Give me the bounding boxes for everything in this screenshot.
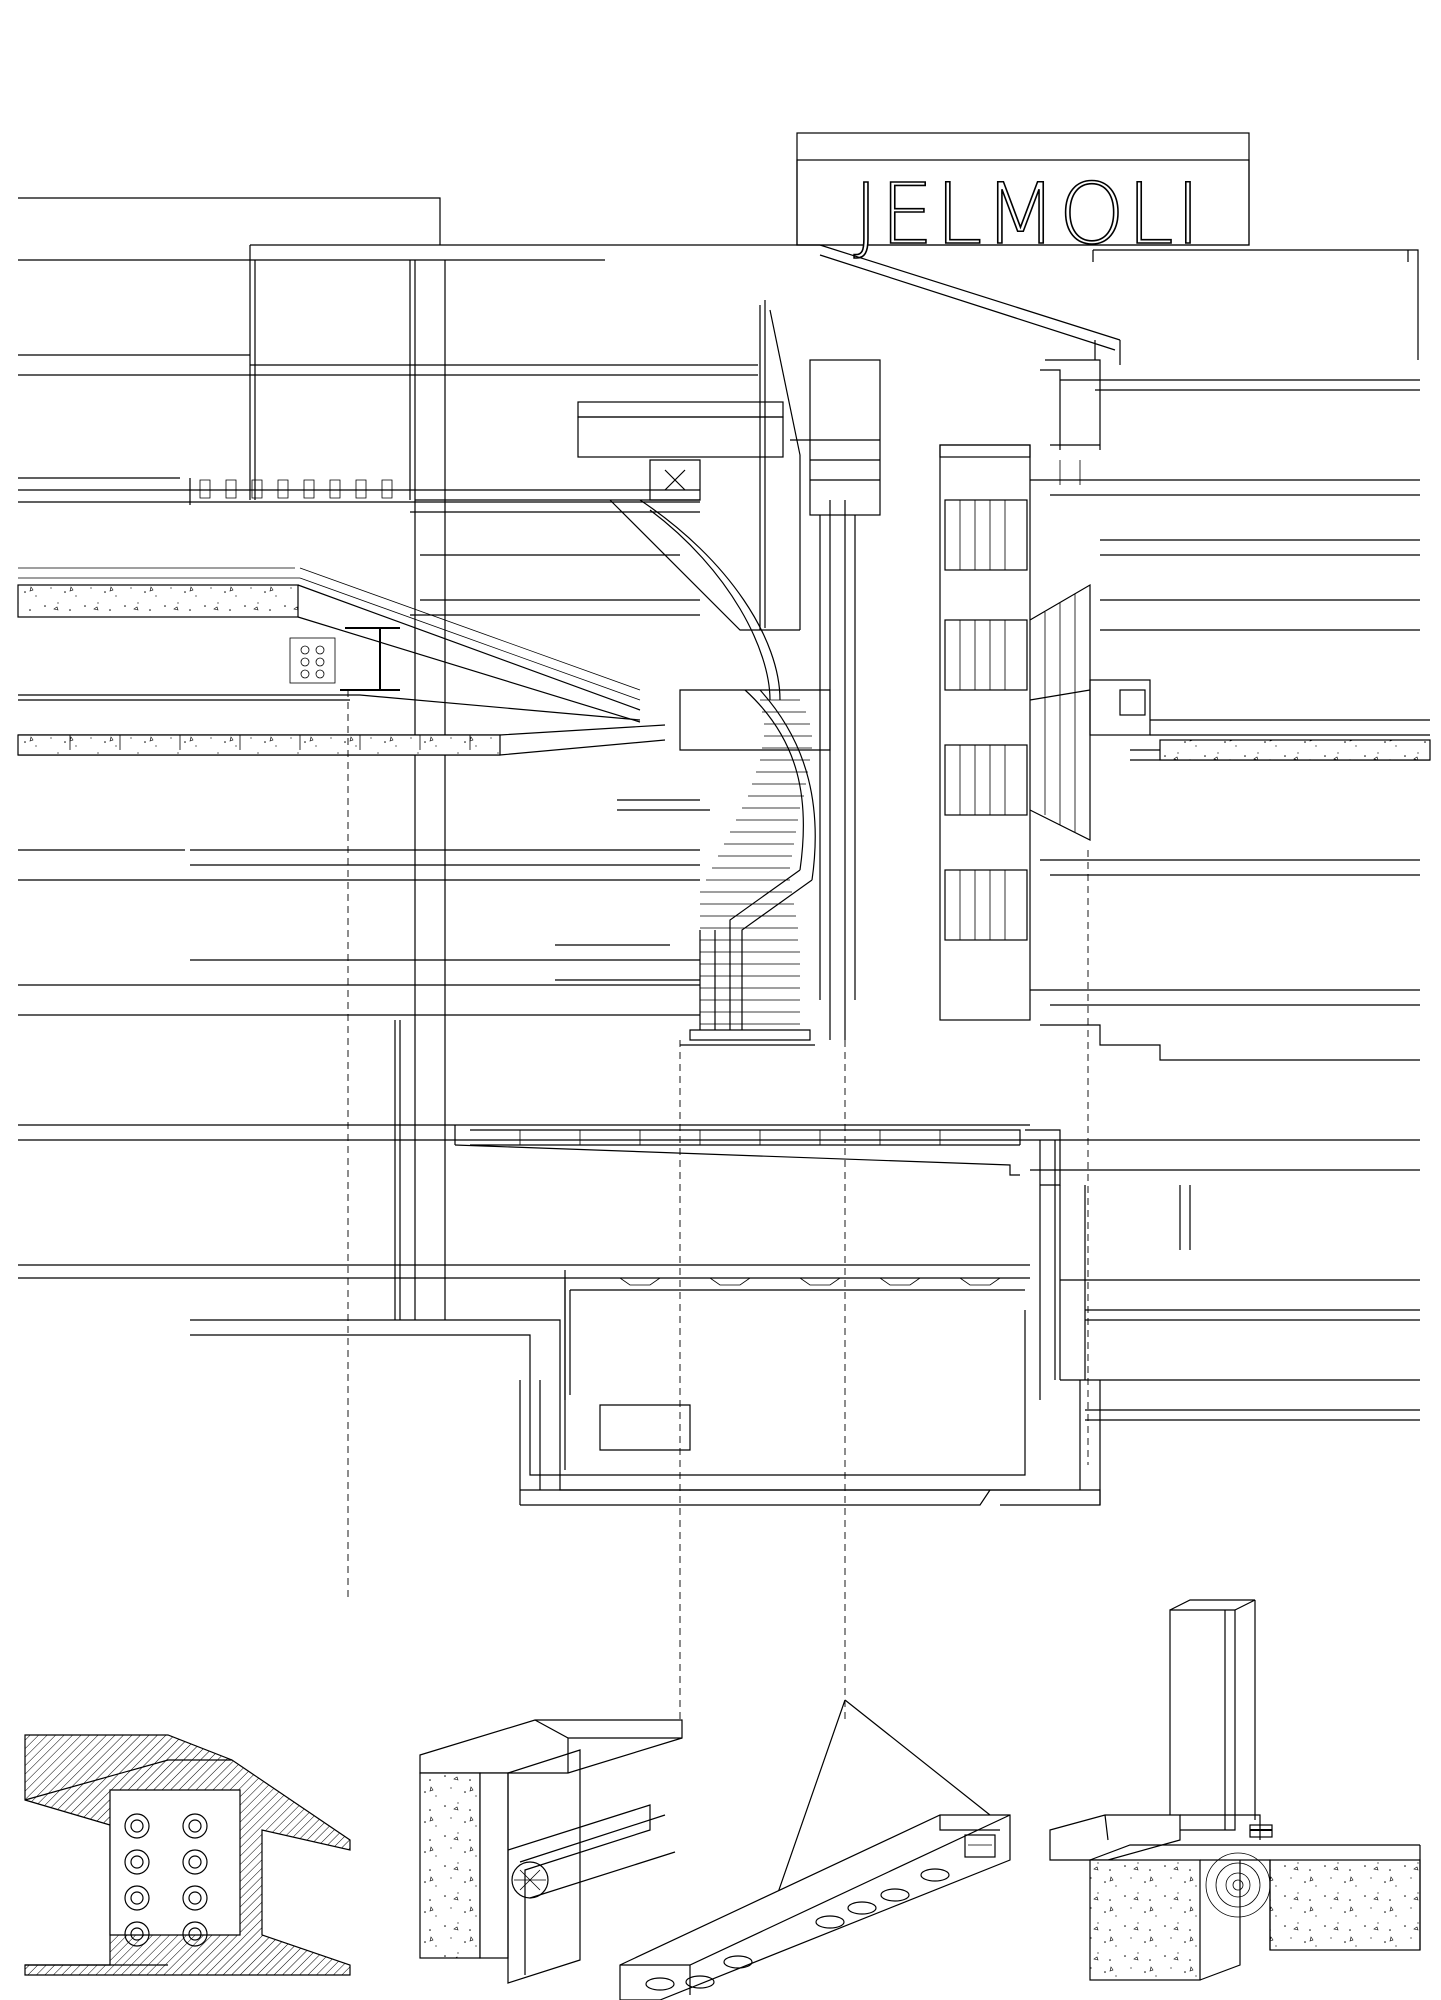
left-slab-section <box>17 567 666 756</box>
roof-sign: JELMOLI <box>796 132 1419 360</box>
stair-core <box>577 300 881 1046</box>
cable-coil <box>1205 1852 1271 1918</box>
detail-glass-base <box>1049 1599 1421 1981</box>
lower-floor-slab <box>454 1129 1101 1506</box>
left-building-floors <box>18 197 1040 1491</box>
leader-lines <box>347 690 1089 1720</box>
bolted-plate-small <box>289 637 336 684</box>
stair-steps <box>700 699 812 1025</box>
detail-light-fixture <box>619 1699 1011 2000</box>
elevator-glazing <box>944 499 1028 941</box>
detail-handrail <box>419 1719 683 1984</box>
right-building <box>819 244 1431 1421</box>
bolts <box>124 1813 208 1947</box>
luminaire-holes <box>645 1868 950 1991</box>
sign-text: JELMOLI <box>854 165 1203 263</box>
detail-steel-beam <box>24 1734 351 1976</box>
